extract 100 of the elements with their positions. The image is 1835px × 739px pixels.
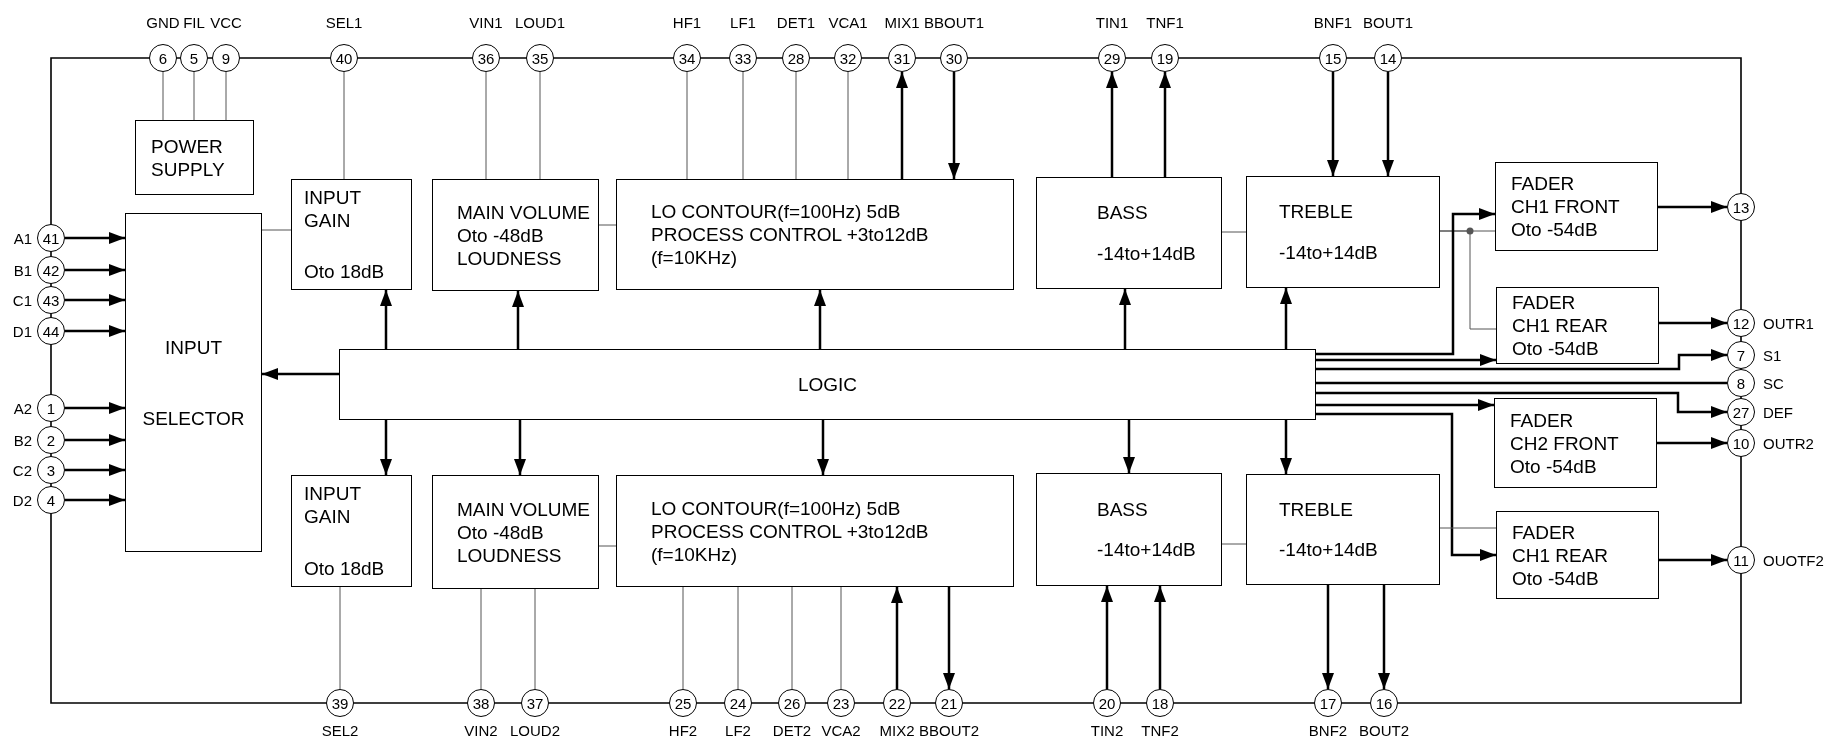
pin-circle [37, 456, 65, 484]
pin-circle [37, 486, 65, 514]
pin-number: 26 [783, 695, 801, 711]
pin-number: 39 [331, 695, 349, 711]
arrow [380, 290, 392, 349]
pin-label: OUTR2 [1763, 435, 1814, 452]
pin-circle [1093, 689, 1121, 717]
pin-circle [472, 44, 500, 72]
arrow [1280, 420, 1292, 474]
pin-circle [1727, 398, 1755, 426]
pin-circle [1374, 44, 1402, 72]
pin-label: LF2 [725, 722, 751, 739]
pin-label: FIL [183, 14, 205, 31]
pin-circle [37, 426, 65, 454]
arrow [1322, 585, 1334, 689]
arrow [1659, 554, 1727, 566]
pin-number: 5 [189, 50, 199, 66]
pin-number: 9 [221, 50, 231, 66]
pin-circle [37, 286, 65, 314]
block-title: INPUT GAIN [304, 186, 362, 232]
arrow [65, 402, 125, 414]
block-title: TREBLE [1279, 200, 1354, 224]
function-block [1494, 398, 1657, 488]
function-block [1036, 473, 1222, 586]
function-block [1496, 287, 1659, 364]
block-title: TREBLE [1279, 498, 1354, 521]
pin-label: BOUT1 [1363, 14, 1413, 31]
arrow [1316, 412, 1496, 561]
pin-circle [1314, 689, 1342, 717]
connector-line [485, 71, 487, 180]
pin-label: A1 [13, 230, 32, 247]
pin-circle [1727, 546, 1755, 574]
pin-label: DET1 [776, 14, 816, 31]
pin-label: BOUT2 [1359, 722, 1409, 739]
arrow [1378, 585, 1390, 689]
pin-circle [149, 44, 177, 72]
block-text: -14to+14dB [1279, 538, 1379, 561]
pin-circle [940, 44, 968, 72]
block-title: LOGIC [797, 373, 858, 396]
block-text: PROCESS CONTROL +3to12dB [651, 519, 930, 543]
pin-circle [834, 44, 862, 72]
connector-line [686, 71, 688, 180]
block-text: PROCESS CONTROL +3to12dB [651, 223, 930, 246]
pin-circle [1319, 44, 1347, 72]
pin-circle [330, 44, 358, 72]
pin-label: SEL1 [325, 14, 363, 31]
pin-circle [37, 394, 65, 422]
pin-label: GND [146, 14, 180, 31]
pin-circle [935, 689, 963, 717]
pin-label: A2 [13, 400, 32, 417]
arrow [512, 291, 524, 349]
block-text: (f=10KHz) [651, 542, 739, 566]
block-text: CH1 REAR [1512, 314, 1610, 337]
pin-number: 33 [734, 50, 752, 66]
block-title: MAIN VOLUME [457, 497, 592, 521]
block-title: FADER [1512, 291, 1577, 314]
pin-label: VCA2 [821, 722, 861, 739]
arrow [896, 72, 908, 179]
arrow [65, 464, 125, 476]
pin-circle [180, 44, 208, 72]
connector-line [534, 588, 536, 690]
arrow [948, 72, 960, 179]
pin-label: LF1 [730, 14, 756, 31]
pin-number: 13 [1732, 199, 1750, 215]
pin-label: TIN2 [1090, 722, 1124, 739]
pin-label: TIN1 [1095, 14, 1129, 31]
pin-number: 32 [839, 50, 857, 66]
pin-number: 41 [42, 230, 60, 246]
pin-number: 21 [940, 695, 958, 711]
pin-number: 14 [1379, 50, 1397, 66]
arrow [1382, 72, 1394, 176]
function-block [291, 179, 412, 290]
connector-line [742, 71, 744, 180]
pin-circle [782, 44, 810, 72]
block-text: Oto -54dB [1511, 218, 1599, 241]
pin-number: 11 [1733, 552, 1749, 568]
connector-line [1221, 543, 1247, 545]
pin-circle [1098, 44, 1126, 72]
pin-circle [467, 689, 495, 717]
connector-line [598, 545, 617, 547]
arrow [1657, 437, 1727, 449]
arrow [1316, 208, 1495, 356]
pin-label: BNF2 [1308, 722, 1348, 739]
block-text: CH1 REAR [1512, 543, 1610, 567]
arrow [1101, 586, 1113, 689]
pin-label: BNF1 [1313, 14, 1353, 31]
pin-label: C1 [12, 292, 32, 309]
pin-number: 12 [1732, 315, 1750, 331]
pin-circle [1727, 309, 1755, 337]
pin-number: 29 [1103, 50, 1121, 66]
block-text: (f=10KHz) [651, 246, 739, 269]
function-block [339, 349, 1316, 420]
arrow [1280, 288, 1292, 349]
function-block [432, 475, 599, 589]
arrow [1154, 586, 1166, 689]
pin-circle [1146, 689, 1174, 717]
pin-circle [724, 689, 752, 717]
pin-circle [37, 317, 65, 345]
pin-number: 43 [42, 292, 60, 308]
pin-number: 2 [46, 432, 56, 448]
